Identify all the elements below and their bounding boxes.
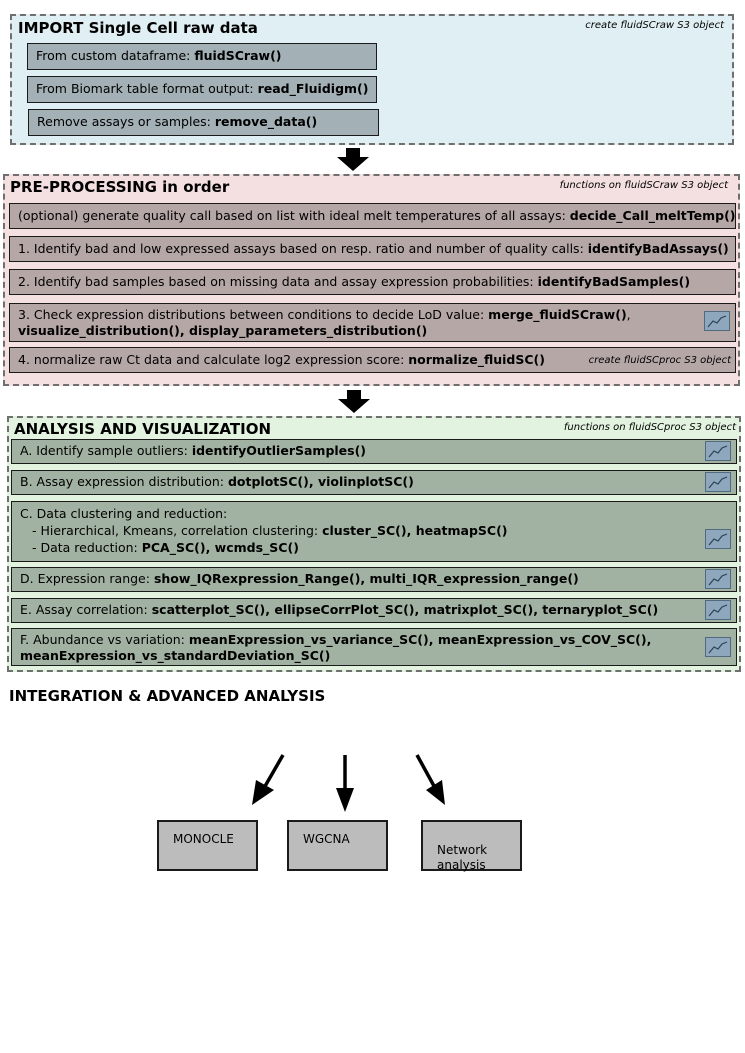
item-text: From custom dataframe:: [36, 48, 195, 63]
line-chart-icon: [705, 600, 731, 620]
line-chart-icon: [705, 529, 731, 549]
pre-item-normalize: 4. normalize raw Ct data and calculate l…: [9, 347, 736, 373]
item-text: From Biomark table format output:: [36, 81, 258, 96]
analysis-note: functions on fluidSCproc S3 object: [563, 422, 736, 433]
pre-item-bad-samples: 2. Identify bad samples based on missing…: [9, 269, 736, 295]
line-chart-icon: [704, 311, 730, 331]
normalize-note: create fluidSCproc S3 object: [588, 355, 731, 366]
integration-title: INTEGRATION & ADVANCED ANALYSIS: [9, 687, 326, 705]
line-chart-icon: [705, 441, 731, 461]
item-text: 4. normalize raw Ct data and calculate l…: [18, 352, 409, 367]
analysis-item-abundance-variation: F. Abundance vs variation: meanExpressio…: [11, 628, 737, 666]
function-name: fluidSCraw(): [194, 48, 282, 63]
item-text: Remove assays or samples:: [37, 114, 215, 129]
pre-item-quality-call: (optional) generate quality call based o…: [9, 203, 736, 229]
item-text: C. Data clustering and reduction:: [20, 506, 228, 521]
preprocessing-note: functions on fluidSCraw S3 object: [559, 180, 728, 191]
analysis-title: ANALYSIS AND VISUALIZATION: [14, 420, 271, 438]
wgcna-box: WGCNA: [287, 820, 388, 871]
import-item-biomark: From Biomark table format output: read_F…: [27, 76, 377, 103]
analysis-item-expression-range: D. Expression range: show_IQRexpression_…: [11, 567, 737, 592]
function-name: identifyBadSamples(): [537, 274, 691, 289]
line-chart-icon: [705, 472, 731, 492]
box-label: WGCNA: [303, 832, 350, 846]
pre-item-expression-distributions: 3. Check expression distributions betwee…: [9, 303, 736, 342]
arrow-to-monocle: [252, 754, 285, 805]
item-text: (optional) generate quality call based o…: [18, 208, 570, 223]
import-item-remove-data: Remove assays or samples: remove_data(): [28, 109, 379, 136]
branch-arrows: [252, 754, 445, 812]
function-name: show_IQRexpression_Range(), multi_IQR_ex…: [153, 571, 579, 586]
box-label: Network analysis: [437, 843, 488, 872]
arrow-down-icon: [338, 390, 370, 413]
function-name: scatterplot_SC(), ellipseCorrPlot_SC(), …: [151, 602, 659, 617]
network-analysis-box: Network analysis: [421, 820, 522, 872]
function-name: identifyBadAssays(): [587, 241, 729, 256]
import-item-custom-dataframe: From custom dataframe: fluidSCraw(): [27, 43, 377, 70]
item-text: A. Identify sample outliers:: [20, 443, 192, 458]
item-text: D. Expression range:: [20, 571, 154, 586]
analysis-item-assay-correlation: E. Assay correlation: scatterplot_SC(), …: [11, 598, 737, 623]
function-name: normalize_fluidSC(): [408, 352, 545, 367]
arrow-to-network: [415, 754, 445, 805]
function-name: visualize_distribution(), display_parame…: [18, 323, 428, 338]
function-name: dotplotSC(), violinplotSC(): [227, 474, 414, 489]
item-text: 2. Identify bad samples based on missing…: [18, 274, 538, 289]
item-text: E. Assay correlation:: [20, 602, 152, 617]
pre-item-bad-assays: 1. Identify bad and low expressed assays…: [9, 236, 736, 262]
function-name: decide_Call_meltTemp(): [569, 208, 736, 223]
function-name: remove_data(): [214, 114, 318, 129]
analysis-item-outliers: A. Identify sample outliers: identifyOut…: [11, 439, 737, 464]
analysis-item-clustering: C. Data clustering and reduction: - Hier…: [11, 501, 737, 562]
function-name: cluster_SC(), heatmapSC(): [322, 523, 508, 538]
box-label: MONOCLE: [173, 832, 234, 846]
function-name: PCA_SC(), wcmds_SC(): [141, 540, 299, 555]
arrow-to-wgcna: [336, 755, 354, 812]
function-name: meanExpression_vs_standardDeviation_SC(): [20, 648, 331, 663]
function-name: meanExpression_vs_variance_SC(), meanExp…: [188, 632, 652, 647]
monocle-box: MONOCLE: [157, 820, 258, 871]
item-text: - Hierarchical, Kmeans, correlation clus…: [32, 523, 323, 538]
arrow-down-icon: [337, 148, 369, 171]
preprocessing-title: PRE-PROCESSING in order: [10, 178, 230, 196]
line-chart-icon: [705, 637, 731, 657]
item-text: 1. Identify bad and low expressed assays…: [18, 241, 588, 256]
item-text: B. Assay expression distribution:: [20, 474, 228, 489]
line-chart-icon: [705, 569, 731, 589]
import-note: create fluidSCraw S3 object: [585, 20, 724, 31]
item-text: ,: [626, 307, 631, 322]
item-text: - Data reduction:: [32, 540, 142, 555]
item-text: 3. Check expression distributions betwee…: [18, 307, 489, 322]
analysis-item-expression-distribution: B. Assay expression distribution: dotplo…: [11, 470, 737, 495]
function-name: identifyOutlierSamples(): [191, 443, 367, 458]
import-title: IMPORT Single Cell raw data: [18, 19, 258, 37]
item-text: F. Abundance vs variation:: [20, 632, 189, 647]
function-name: merge_fluidSCraw(): [488, 307, 627, 322]
function-name: read_Fluidigm(): [257, 81, 369, 96]
